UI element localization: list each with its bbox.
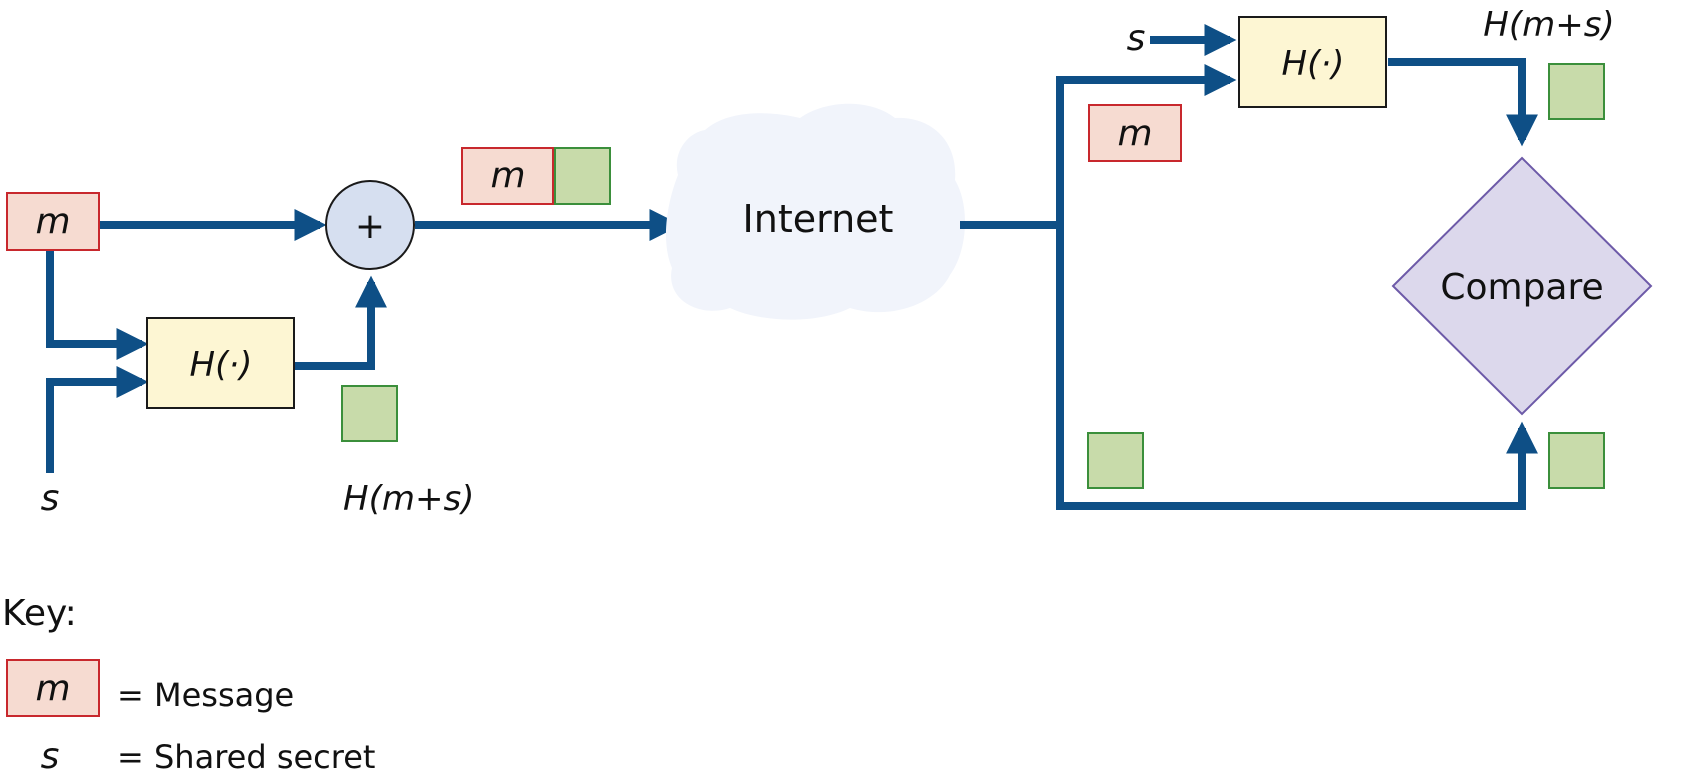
internet-label: Internet xyxy=(743,197,894,241)
receiver-hash-function-label: H(·) xyxy=(1282,44,1345,84)
receiver-secret-label: s xyxy=(1127,18,1146,59)
transmitted-message-label: m xyxy=(490,155,525,196)
arrow-secret-to-hash xyxy=(46,366,149,473)
sender-hash-function-label: H(·) xyxy=(190,345,253,385)
sender-flows xyxy=(46,209,682,473)
legend-message-swatch xyxy=(6,659,100,717)
sender-hash-output-label: H(m+s) xyxy=(343,479,474,519)
sender-message-label: m xyxy=(35,201,70,242)
arrow-hash-to-combiner xyxy=(294,275,387,370)
sender-hash-output-icon xyxy=(341,385,398,442)
cloud-shape xyxy=(665,103,966,320)
transmitted-hash-icon xyxy=(554,147,611,205)
combiner-symbol: + xyxy=(355,206,385,247)
legend: Key: m = Message s = Shared secret xyxy=(2,593,375,777)
receiver-hash-output-label: H(m+s) xyxy=(1483,5,1614,45)
arrow-split-to-receiver-hash xyxy=(1056,64,1237,510)
receiver-flows xyxy=(960,24,1538,510)
receiver-computed-hash-icon xyxy=(1548,63,1605,120)
sender-message-box: m xyxy=(6,192,100,251)
transmitted-packet: m xyxy=(461,147,611,205)
arrow-receiver-hash-to-compare xyxy=(1388,58,1538,147)
compare-label: Compare xyxy=(1440,267,1603,308)
legend-message-symbol: m xyxy=(35,668,70,709)
receiver-message-label: m xyxy=(1117,113,1152,154)
legend-title: Key: xyxy=(2,593,77,634)
legend-secret-symbol: s xyxy=(41,736,60,777)
legend-message-meaning: = Message xyxy=(117,676,294,714)
legend-secret-meaning: = Shared secret xyxy=(117,738,375,776)
arrow-received-hash-to-compare xyxy=(1056,421,1538,510)
received-hash-at-compare-icon xyxy=(1548,432,1605,489)
combiner-node: + xyxy=(325,180,415,270)
receiver-hash-function-box: H(·) xyxy=(1238,16,1387,108)
sender-hash-function-box: H(·) xyxy=(146,317,295,409)
sender-secret-label: s xyxy=(41,478,60,519)
compare-node: Compare xyxy=(1391,156,1653,416)
received-hash-icon xyxy=(1087,432,1144,489)
receiver-message-box: m xyxy=(1088,104,1182,162)
arrow-message-to-hash xyxy=(46,250,149,360)
internet-cloud: Internet xyxy=(665,103,966,320)
